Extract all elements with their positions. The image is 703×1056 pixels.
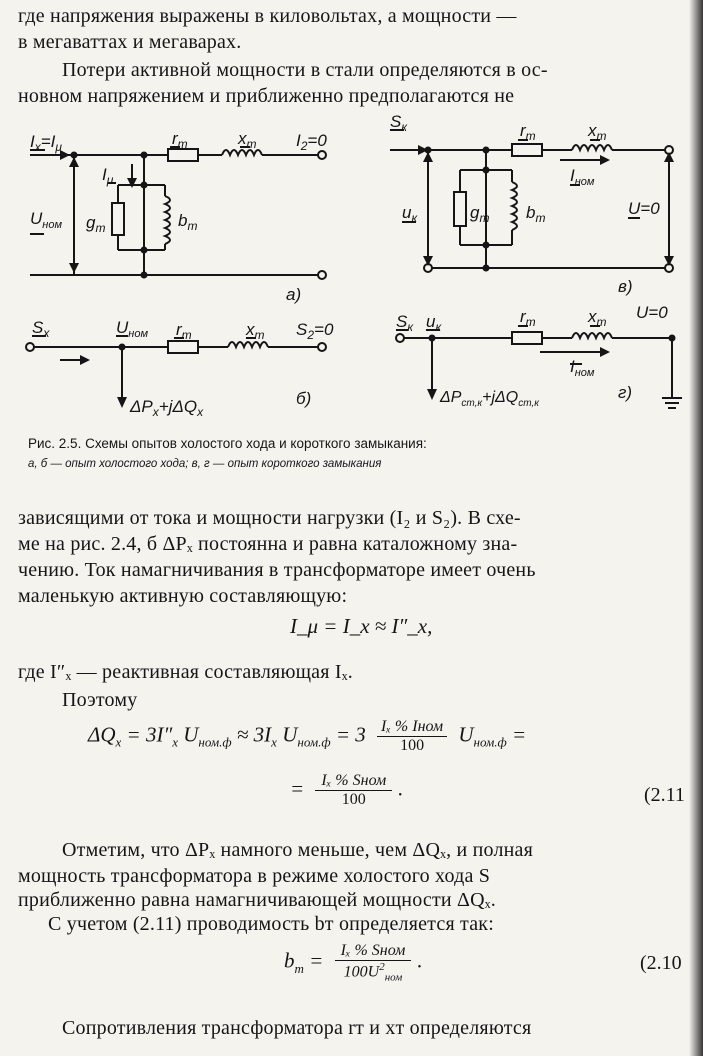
text-line: Сопротивления трансформатора rт и xт опр… [62, 1017, 532, 1039]
label-rt-g: rт [520, 307, 536, 329]
label-tag-g: г) [618, 383, 632, 402]
label-rt-b: rт [176, 320, 192, 342]
label-sk-v: Sк [390, 112, 408, 134]
label-tag-b: б) [296, 389, 311, 408]
label-inom-g: Iном [570, 357, 595, 379]
label-rt-v: rт [520, 121, 536, 143]
label-gt: gт [86, 213, 105, 235]
equation-1: I_μ = I_x ≈ I″_x, [290, 614, 433, 638]
text-line: чению. Ток намагничивания в трансформато… [18, 559, 536, 581]
label-loss-g: ΔPст,к+jΔQст,к [439, 389, 540, 409]
equation-2-continued: = Iₓ % Sном 100 . [290, 772, 404, 808]
label-xt-g: xт [587, 307, 607, 329]
equation-3: bт = Iₓ % Sном 100U2ном . [284, 942, 423, 984]
text-line: мощность трансформатора в режиме холосто… [18, 865, 491, 887]
label-gt-v: gт [470, 203, 489, 225]
text-line: новном напряжением и приближенно предпол… [18, 85, 515, 107]
label-unom: Uном [30, 209, 62, 231]
text-line: где напряжения выражены в киловольтах, а… [18, 5, 517, 27]
text-line: в мегаваттах и мегаварах. [18, 31, 242, 53]
figure-caption-subtitle: а, б — опыт холостого хода; в, г — опыт … [28, 458, 382, 470]
text-line: ме на рис. 2.4, б ΔPₓ постоянна и равна … [18, 533, 518, 555]
figure-2-5: Ix=Iμ rт xт I2=0 Iμ Uном gт bт а) [25, 112, 682, 419]
label-tag-a: а) [286, 285, 301, 304]
page-edge-shadow [689, 0, 703, 1056]
equation-2: ΔQx = 3I″x Uном.ф ≈ 3Ix Uном.ф = 3 Iₓ % … [88, 718, 527, 754]
text-line: зависящими от тока и мощности нагрузки (… [18, 507, 521, 529]
label-xt-v: xт [587, 121, 607, 143]
label-tag-v: в) [618, 277, 633, 296]
label-sk-g: Sк [396, 312, 414, 334]
text-line: Поэтому [62, 689, 138, 711]
label-i2: I2=0 [296, 131, 327, 153]
label-inom-v: Iном [570, 166, 595, 188]
label-u0-g: U=0 [636, 303, 668, 322]
label-s2: S2=0 [296, 320, 334, 342]
text-line: Потери активной мощности в стали определ… [62, 59, 548, 81]
label-sx: Sx [32, 318, 50, 340]
label-bt-v: bт [526, 203, 545, 225]
text-line: маленькую активную составляющую: [18, 585, 348, 607]
text-line: где I″ₓ — реактивная составляющая Iₓ. [18, 661, 353, 683]
text-line: Отметим, что ΔPₓ намного меньше, чем ΔQₓ… [62, 839, 534, 861]
label-loss-b: ΔPx+jΔQx [129, 397, 204, 419]
equation-number: (2.10 [640, 952, 682, 974]
text-line: приближенно равна намагничивающей мощнос… [18, 889, 496, 911]
label-imu: Iμ [102, 165, 114, 187]
label-xt: xт [237, 129, 257, 151]
label-uk-v: uк [402, 203, 418, 225]
label-rt: rт [172, 129, 188, 151]
label-unom-b: Uном [116, 318, 148, 340]
label-bt: bт [178, 211, 197, 233]
label-xt-b: xт [245, 320, 265, 342]
text-line: С учетом (2.11) проводимость bт определя… [48, 913, 494, 935]
equation-number: (2.11 [644, 784, 685, 806]
label-ix: Ix=Iμ [30, 132, 62, 154]
figure-caption: Рис. 2.5. Схемы опытов холостого хода и … [28, 436, 427, 451]
label-u0-v: U=0 [628, 199, 660, 218]
label-uk-g: uк [426, 312, 442, 334]
